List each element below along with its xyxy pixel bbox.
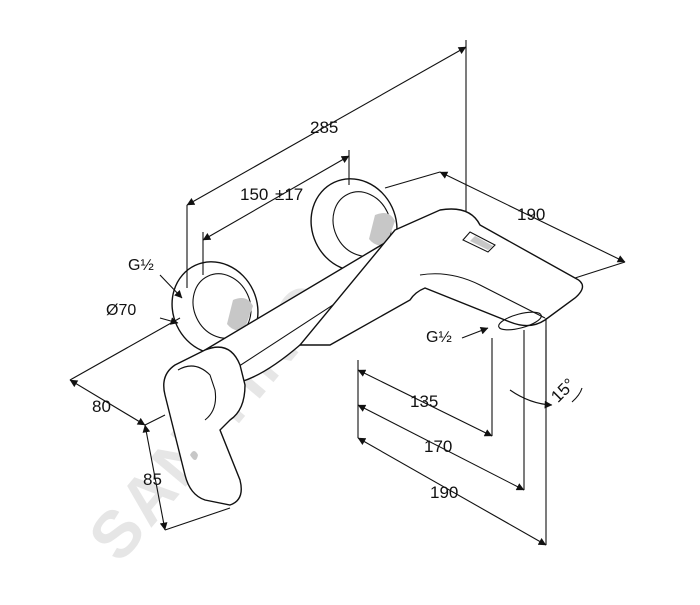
lever-handle — [163, 346, 246, 506]
angle-15: 15° — [547, 375, 579, 407]
thread-label-left: G½ — [128, 257, 154, 274]
dim-tolerance: ±17 — [275, 185, 303, 204]
dim-190-bottom: 190 — [430, 483, 458, 502]
dim-285: 285 — [310, 118, 338, 137]
diameter-label: Ø70 — [106, 302, 136, 319]
dim-85: 85 — [143, 470, 162, 489]
dim-150: 150 — [240, 185, 268, 204]
dimension-lines — [69, 40, 626, 546]
dim-190-spout: 190 — [517, 205, 545, 224]
dim-135: 135 — [410, 392, 438, 411]
dimension-labels: 285 150 ±17 190 G½ Ø70 80 85 G½ 135 170 … — [92, 118, 579, 502]
dim-170: 170 — [424, 437, 452, 456]
dim-80: 80 — [92, 397, 111, 416]
thread-label-right: G½ — [426, 329, 452, 346]
